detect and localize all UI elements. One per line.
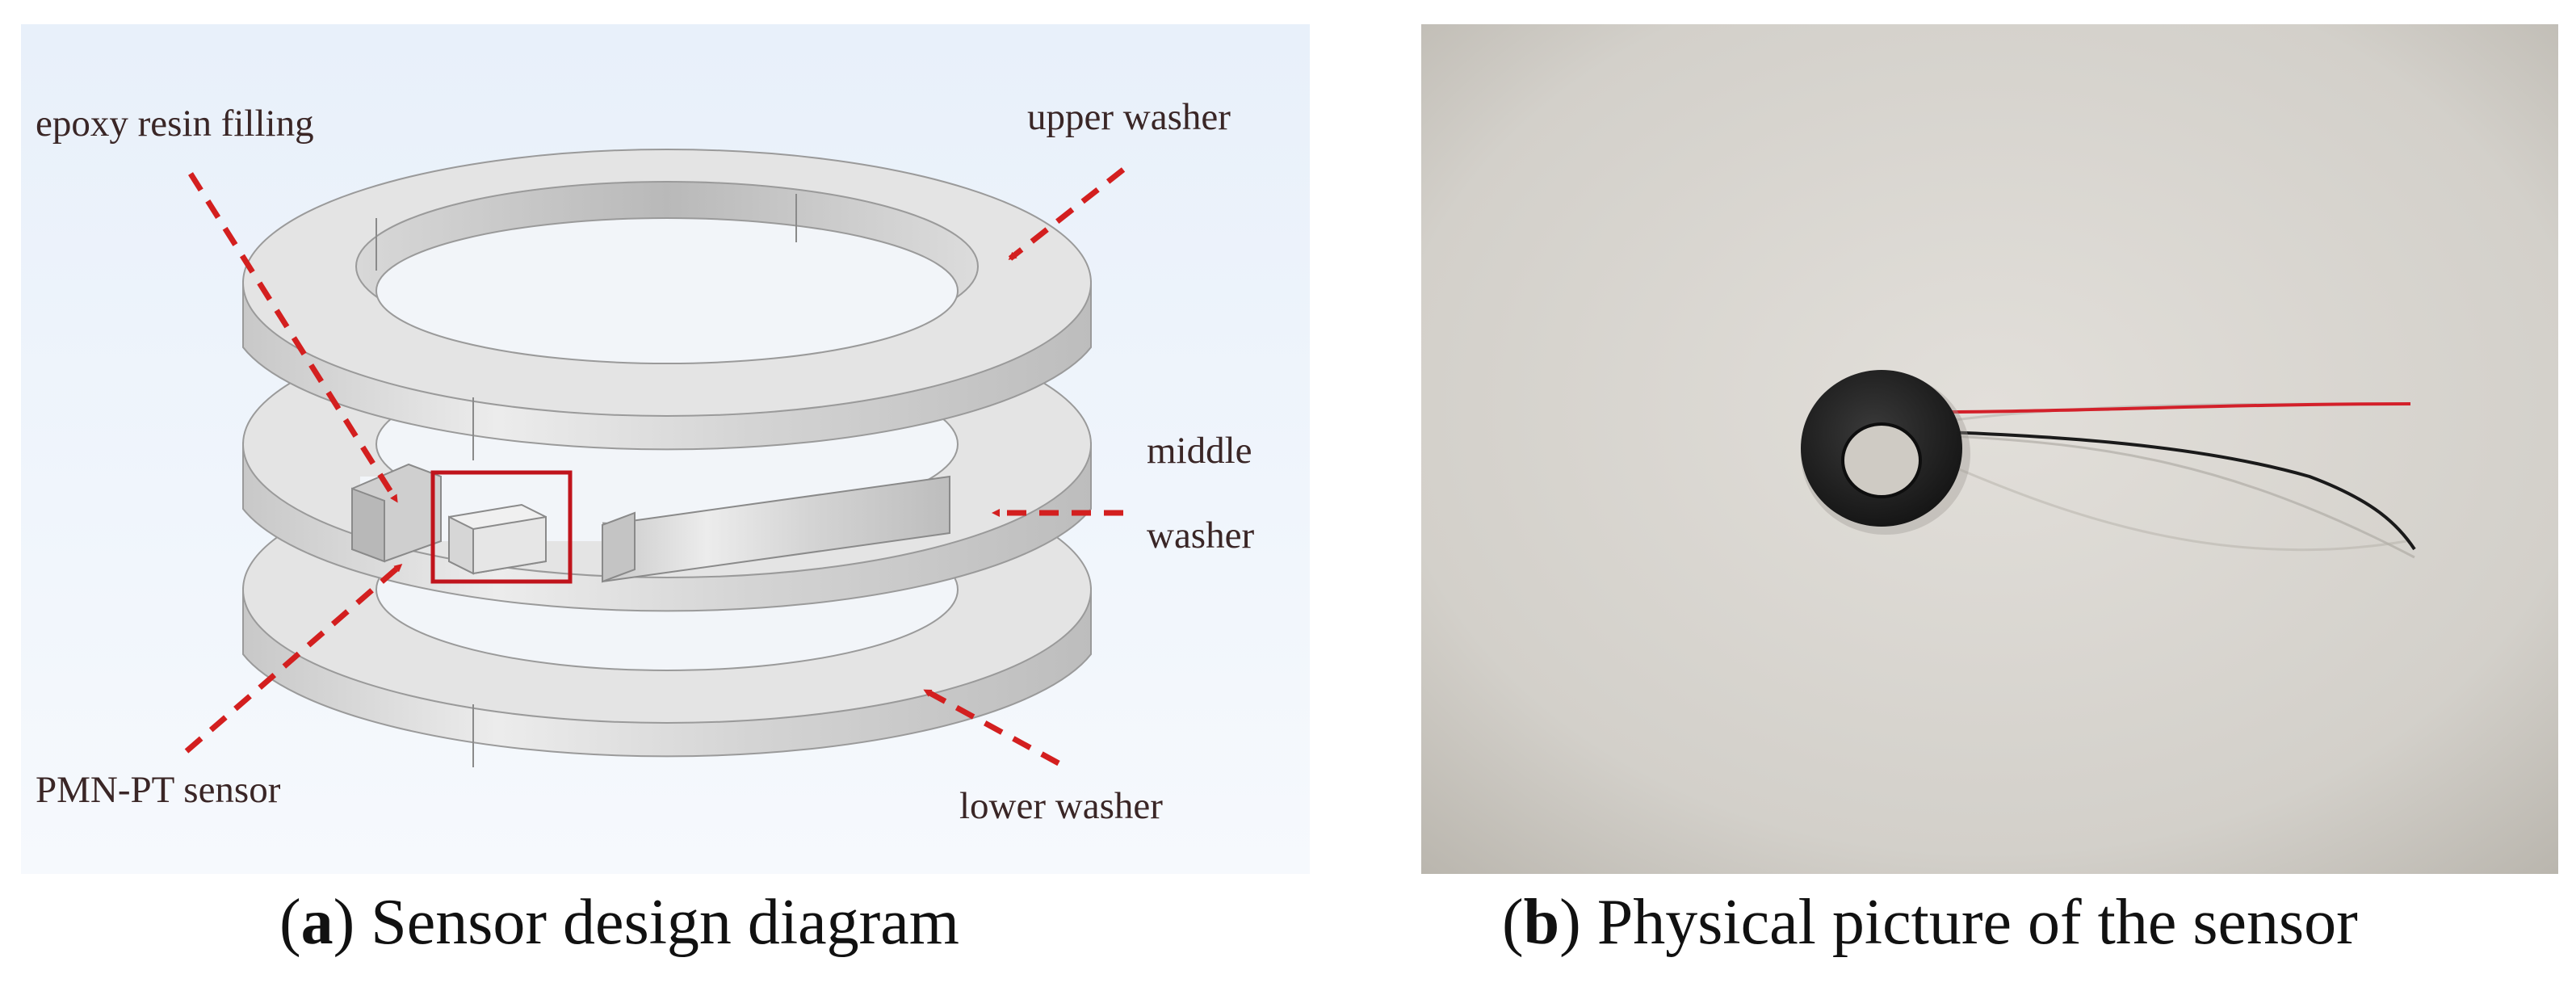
- label-epoxy-resin-filling: epoxy resin filling: [36, 103, 314, 145]
- sensor-design-diagram: epoxy resin filling upper washer middle …: [21, 24, 1310, 874]
- caption-a-letter: a: [300, 887, 334, 958]
- sensor-highlight-box: [430, 470, 573, 584]
- arrow-lower-washer: [923, 687, 1060, 766]
- arrow-pmn-pt: [184, 563, 403, 754]
- caption-b-letter: b: [1523, 887, 1560, 958]
- caption-a: (a) Sensor design diagram: [279, 887, 960, 958]
- paper-background: [1421, 24, 2558, 874]
- label-middle-washer-line1: middle: [1147, 430, 1252, 472]
- photo-drawing: [1421, 24, 2558, 874]
- black-wire: [1945, 430, 2416, 551]
- caption-b: (b) Physical picture of the sensor: [1502, 887, 2358, 958]
- caption-b-text: Physical picture of the sensor: [1596, 887, 2358, 958]
- label-lower-washer: lower washer: [959, 785, 1163, 827]
- pmn-pt-sensor: [430, 470, 573, 584]
- callout-arrows: [184, 167, 1126, 766]
- washer-stack-drawing: [21, 24, 1310, 874]
- label-upper-washer: upper washer: [1027, 96, 1231, 138]
- red-wire: [1945, 402, 2411, 414]
- label-pmn-pt-sensor: PMN-PT sensor: [36, 769, 281, 811]
- ring-sensor: [1801, 370, 1970, 535]
- arrow-upper-washer: [1008, 167, 1126, 261]
- label-middle-washer-line2: washer: [1147, 514, 1255, 556]
- upper-washer: [242, 149, 1092, 460]
- sensor-photo: [1421, 24, 2558, 874]
- caption-a-text: Sensor design diagram: [371, 887, 960, 958]
